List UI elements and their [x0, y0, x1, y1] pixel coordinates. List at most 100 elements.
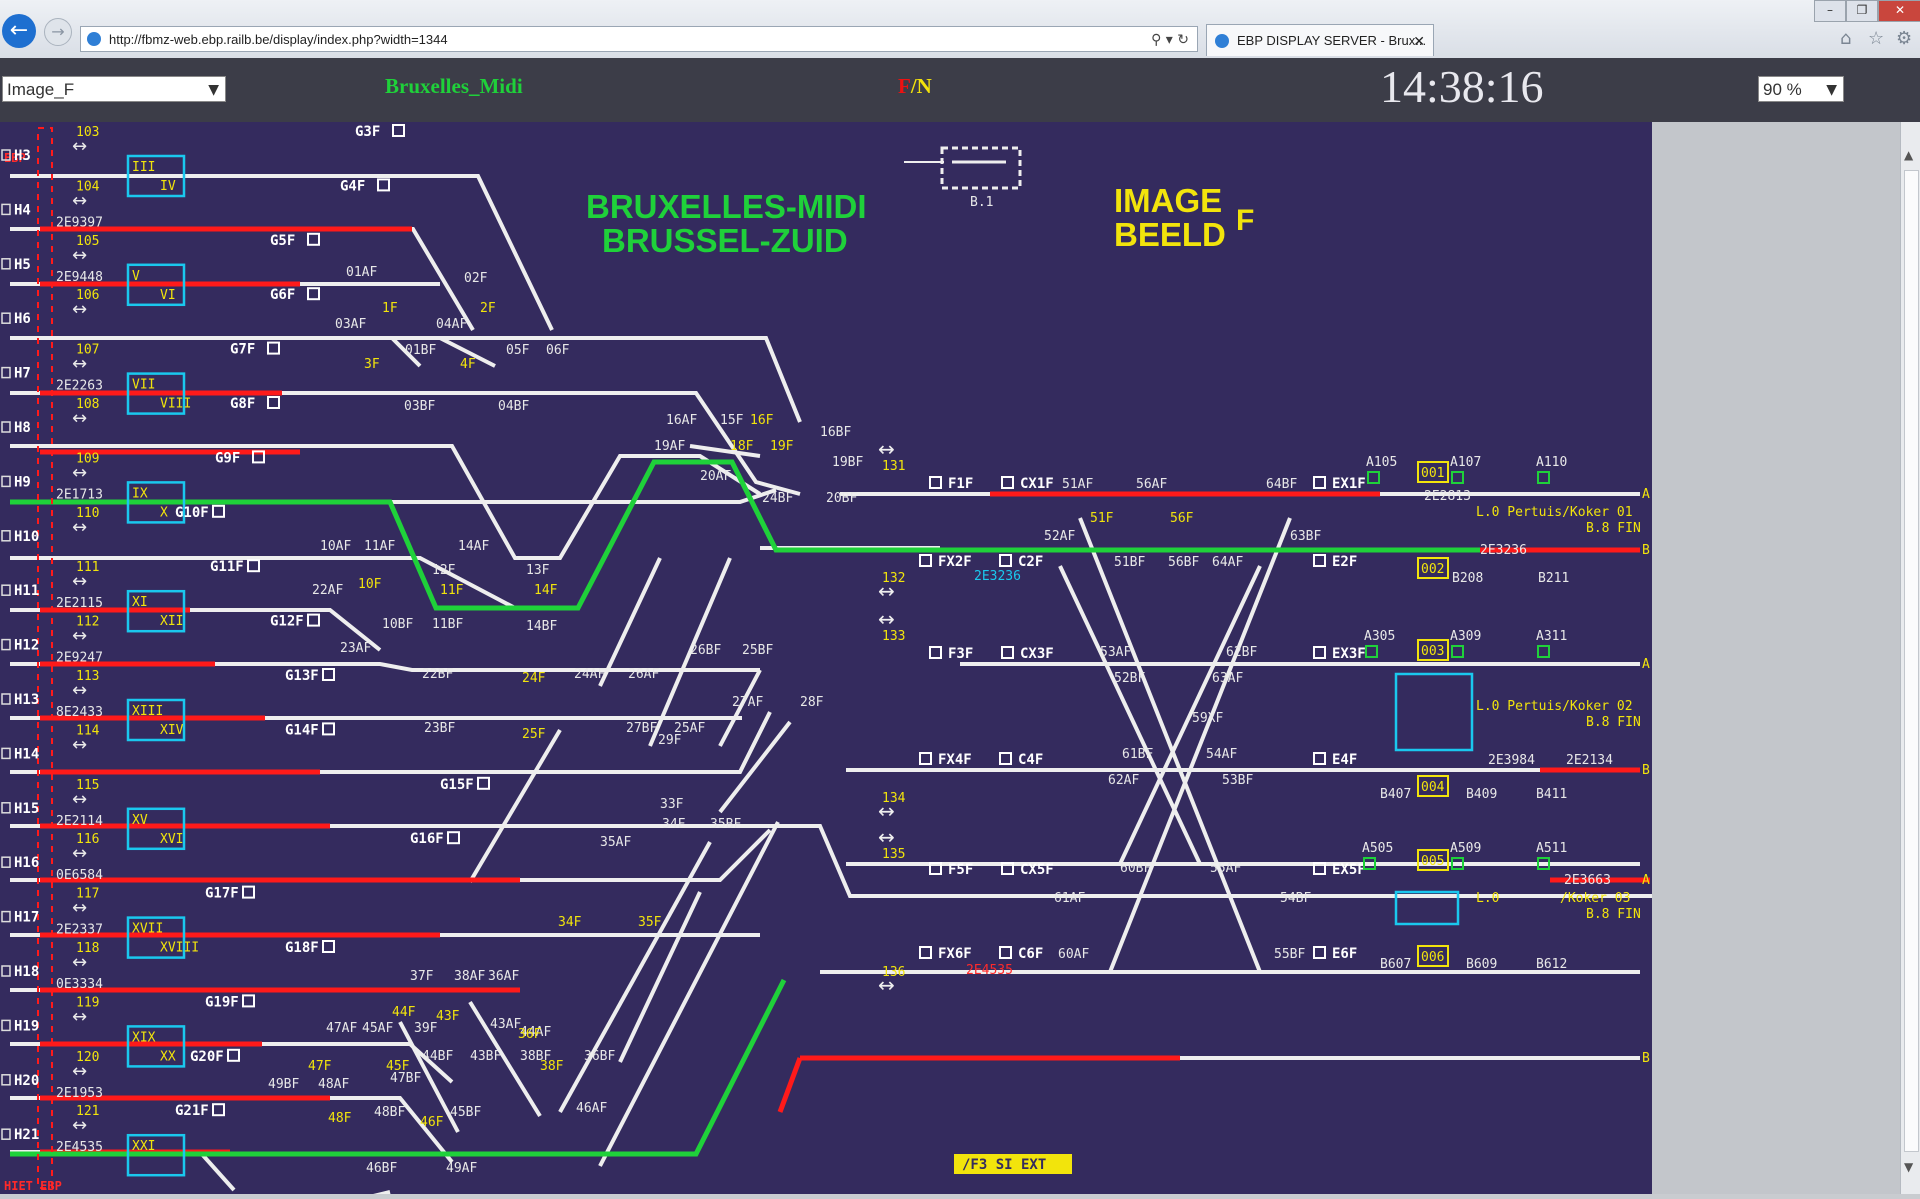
block-label-a: A311 [1536, 629, 1567, 644]
row-number: 112 [76, 615, 99, 630]
row-marker-icon[interactable] [1, 366, 11, 379]
scroll-up-icon[interactable]: ▲ [1904, 148, 1914, 162]
star-icon[interactable]: ☆ [1868, 28, 1885, 49]
signal-icon[interactable] [1313, 554, 1326, 567]
switch-label: 29F [658, 733, 682, 748]
signal-icon[interactable] [1313, 862, 1326, 875]
row-marker-icon[interactable] [1, 1128, 11, 1140]
signal-icon[interactable] [1313, 646, 1326, 659]
row-marker-icon[interactable] [1, 149, 11, 161]
signal-icon[interactable] [919, 554, 932, 567]
signal-icon[interactable] [212, 1103, 225, 1117]
line-label: B.8 FIN [1586, 521, 1641, 536]
direction-indicator[interactable]: F/N [898, 74, 932, 99]
switch-label: 02F [464, 271, 488, 286]
row-marker-icon[interactable] [1, 258, 11, 270]
address-controls[interactable]: ⚲ ▾ ↻ [1151, 32, 1189, 48]
signal-icon[interactable] [377, 178, 390, 192]
image-select[interactable]: Image_F ▼ [2, 76, 226, 102]
zoom-select[interactable]: 90 % ▼ [1758, 76, 1844, 102]
back-arrow-icon[interactable]: ← [2, 14, 36, 48]
signal-icon[interactable] [392, 124, 405, 137]
address-bar[interactable]: http://fbmz-web.ebp.railb.be/display/ind… [80, 26, 1198, 52]
switch-label: 46AF [576, 1101, 607, 1116]
row-marker-icon[interactable] [1, 693, 11, 705]
signal-icon[interactable] [227, 1048, 240, 1062]
row-label-H12: H12 [14, 638, 39, 654]
search-icon[interactable]: ⚲ [1151, 32, 1162, 48]
signal-icon[interactable] [242, 994, 255, 1008]
close-window-icon[interactable]: ✕ [1878, 0, 1920, 22]
signal-icon[interactable] [252, 450, 265, 464]
signal-icon[interactable] [307, 287, 320, 301]
line-label: L.0 Pertuis/Koker 01 [1476, 505, 1633, 520]
row-marker-icon[interactable] [1, 638, 11, 651]
maximize-icon[interactable]: ❐ [1846, 0, 1878, 22]
browser-tab[interactable]: EBP DISPLAY SERVER - Brux... ✕ [1206, 24, 1434, 56]
gear-icon[interactable]: ⚙ [1896, 28, 1913, 49]
signal-icon[interactable] [1313, 476, 1326, 489]
forward-arrow-icon[interactable]: → [44, 18, 72, 46]
row-marker-icon[interactable] [1, 530, 11, 542]
scroll-down-icon[interactable]: ▼ [1904, 1160, 1914, 1174]
switch-label: 36AF [488, 969, 519, 984]
row-marker-icon[interactable] [1, 421, 11, 433]
switch-label: 45AF [362, 1021, 393, 1036]
row-marker-icon[interactable] [1, 856, 11, 868]
switch-label: 44BF [422, 1049, 453, 1064]
row-marker-icon[interactable] [1, 584, 11, 596]
signal-icon[interactable] [477, 776, 490, 790]
signal-icon[interactable] [929, 476, 942, 489]
home-icon[interactable]: ⌂ [1840, 28, 1852, 49]
signal-icon[interactable] [1001, 862, 1014, 875]
signal-icon[interactable] [307, 613, 320, 627]
signal-icon[interactable] [919, 752, 932, 765]
minimize-icon[interactable]: – [1814, 0, 1846, 22]
row-marker-icon[interactable] [1, 475, 11, 488]
signal-icon[interactable] [919, 946, 932, 959]
image-line2: BEELD [1114, 216, 1226, 253]
signal-icon[interactable] [267, 341, 280, 355]
signal-icon[interactable] [447, 831, 460, 845]
signal-icon[interactable] [929, 862, 942, 875]
close-icon[interactable]: ✕ [1413, 33, 1425, 49]
switch-label: 20BF [826, 491, 857, 506]
signal-icon[interactable] [1313, 946, 1326, 959]
signal-icon[interactable] [322, 668, 335, 681]
scroll-thumb[interactable] [1904, 170, 1919, 1152]
signal-icon[interactable] [322, 722, 335, 736]
dir-sep: / [910, 74, 917, 98]
signal-icon[interactable] [307, 232, 320, 246]
row-label-H17: H17 [14, 910, 39, 926]
row-marker-icon[interactable] [1, 1019, 11, 1032]
switch-label: 27AF [732, 695, 763, 710]
row-marker-icon[interactable] [1, 1074, 11, 1086]
signal-icon[interactable] [1001, 476, 1014, 489]
signal-icon[interactable] [322, 940, 335, 953]
row-number: 119 [76, 995, 99, 1010]
track-code: 2E9448 [56, 270, 103, 285]
vertical-scrollbar[interactable]: ▲ ▼ [1900, 122, 1920, 1194]
signal-icon[interactable] [212, 504, 225, 518]
signal-icon[interactable] [242, 885, 255, 899]
signal-icon[interactable] [247, 559, 260, 573]
row-marker-icon[interactable] [1, 910, 11, 923]
row-label-H10: H10 [14, 529, 39, 545]
row-label-H21: H21 [14, 1127, 39, 1143]
signal-icon[interactable] [267, 396, 280, 409]
signal-icon[interactable] [999, 554, 1012, 567]
track-code: 2E3984 [1488, 753, 1535, 768]
signal-icon[interactable] [929, 646, 942, 659]
track-code: 2E2134 [1566, 753, 1613, 768]
row-marker-icon[interactable] [1, 312, 11, 324]
signal-icon[interactable] [999, 946, 1012, 959]
crossing-number: 131 [882, 459, 905, 474]
signal-icon[interactable] [1313, 752, 1326, 765]
row-marker-icon[interactable] [1, 965, 11, 977]
refresh-icon[interactable]: ↻ [1177, 32, 1189, 48]
signal-icon[interactable] [999, 752, 1012, 765]
row-marker-icon[interactable] [1, 747, 11, 760]
row-marker-icon[interactable] [1, 802, 11, 814]
row-marker-icon[interactable] [1, 203, 11, 216]
signal-icon[interactable] [1001, 646, 1014, 659]
